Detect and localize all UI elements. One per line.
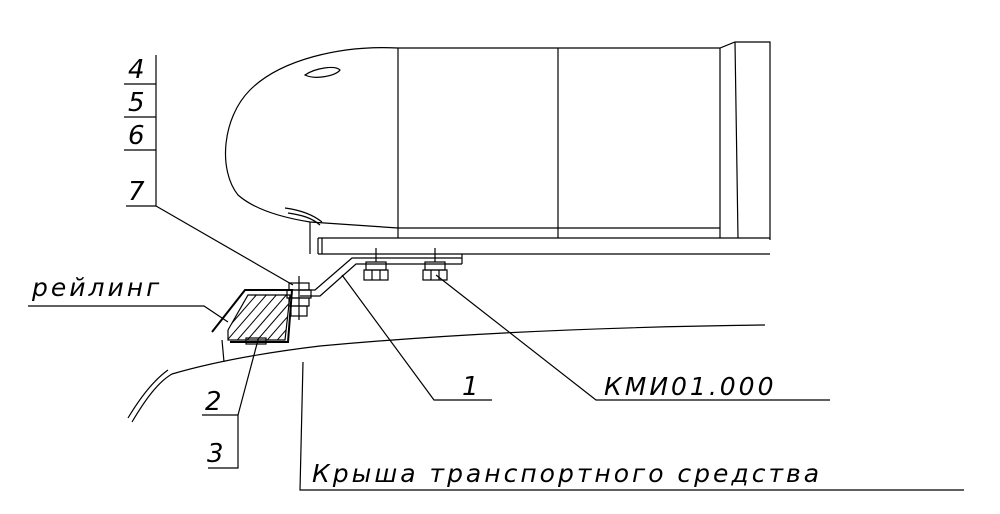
roof-box: [224, 41, 771, 240]
callout-6: 6: [128, 121, 145, 151]
callout-vehicle-roof: Крыша транспортного средства: [312, 459, 822, 488]
leader-lines: [28, 55, 964, 491]
bolt-2: [422, 248, 448, 281]
bolt-1: [363, 248, 389, 281]
callout-4: 4: [128, 55, 145, 85]
callout-railing: рейлинг: [31, 273, 162, 302]
callout-5: 5: [128, 88, 145, 118]
base-plate: [309, 222, 770, 255]
callout-3: 3: [207, 439, 224, 469]
railing-section: [211, 289, 294, 363]
callout-1: 1: [462, 372, 479, 402]
callout-2: 2: [205, 387, 222, 417]
vehicle-roof: [127, 324, 766, 423]
callout-assembly: КМИ01.000: [604, 372, 777, 401]
callout-7: 7: [128, 177, 145, 207]
bracket: [300, 254, 463, 297]
